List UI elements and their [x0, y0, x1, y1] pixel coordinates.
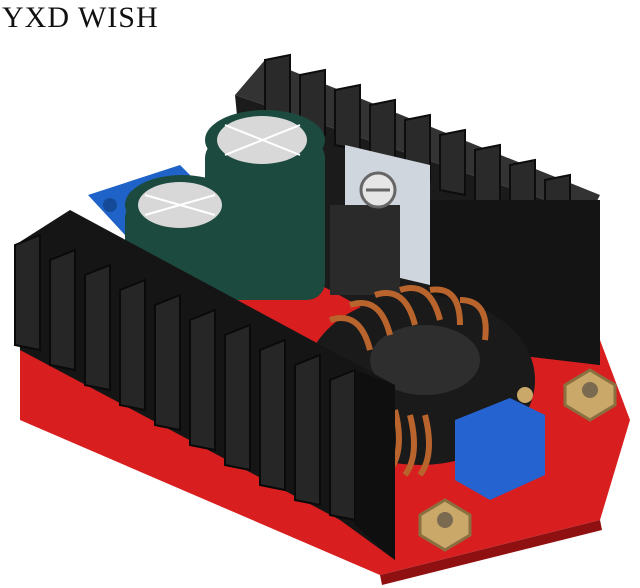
heatsink-front — [14, 210, 395, 560]
trimmer-potentiometer — [455, 398, 545, 500]
watermark: YXD WISH — [2, 1, 159, 34]
power-transistor — [330, 205, 400, 295]
capacitor-large — [205, 110, 325, 300]
